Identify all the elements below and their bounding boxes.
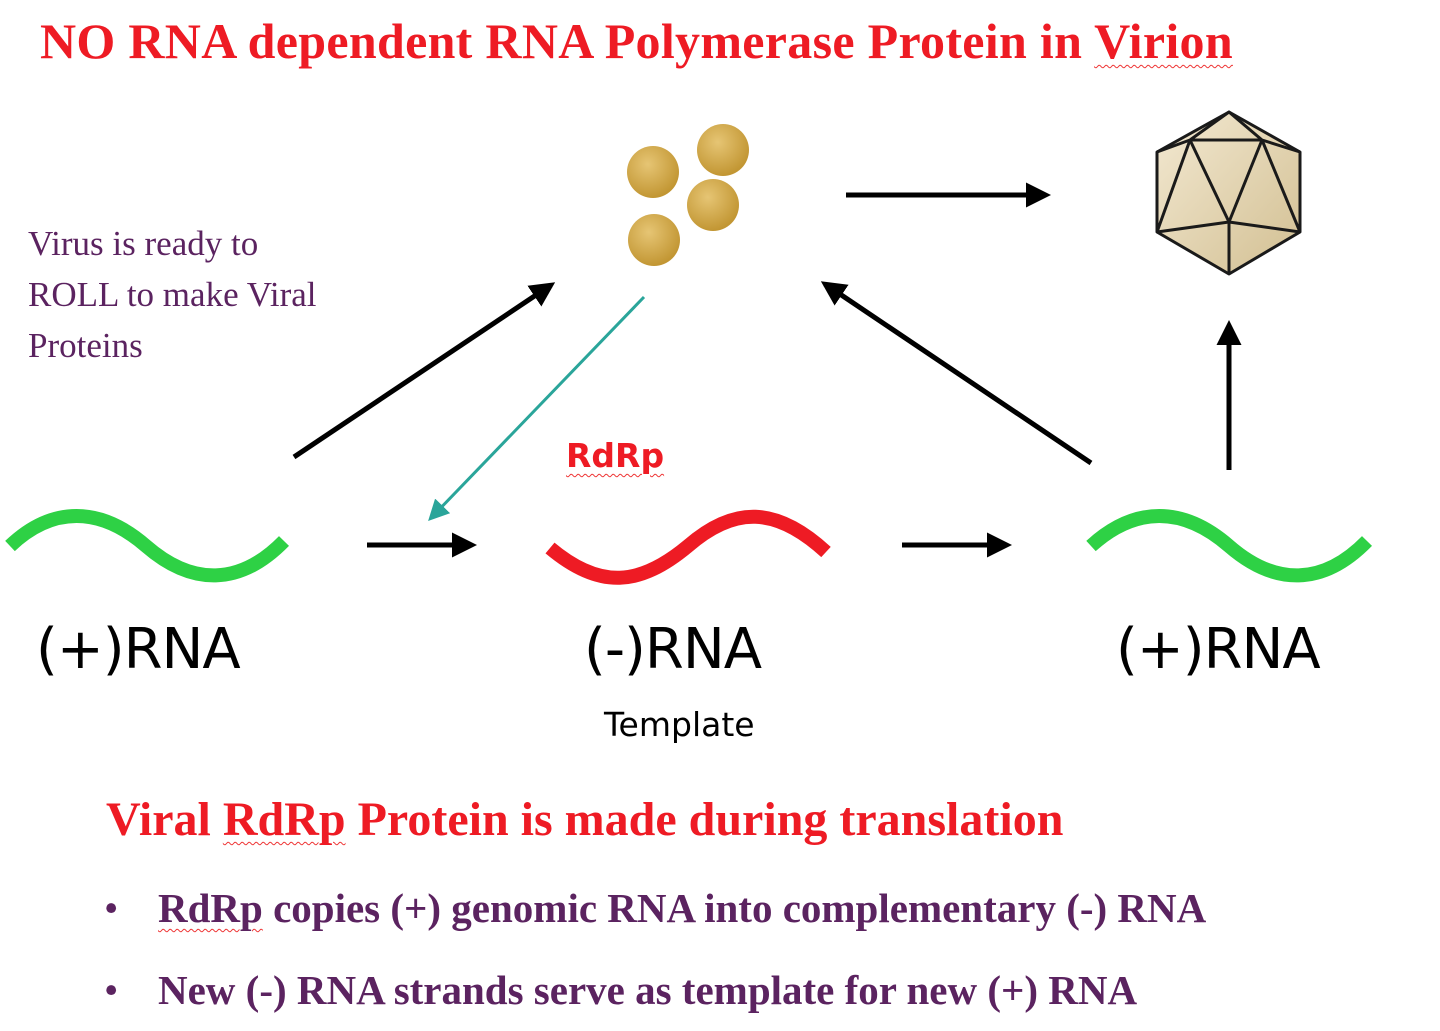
title-virion: Virion [1094, 13, 1233, 69]
template-label: Template [604, 705, 755, 744]
negative-rna-label: (-)RNA [584, 617, 762, 682]
bullet-marker: • [104, 885, 119, 931]
title-text: NO RNA dependent RNA Polymerase Protein … [40, 13, 1095, 69]
bullet-text: copies (+) genomic RNA into complementar… [262, 885, 1207, 931]
note-line-3: Proteins [28, 326, 143, 365]
rdrp-label: RdRp [566, 436, 665, 475]
positive-rna-label-left: (+)RNA [36, 617, 241, 682]
negative-rna-strand [545, 509, 831, 585]
subtitle-rdrp: RdRp [222, 793, 346, 846]
subtitle-prefix: Viral [106, 793, 223, 846]
bullet-item: • New (-) RNA strands serve as template f… [104, 966, 1137, 1014]
arrow-rdrp-teal [428, 295, 646, 522]
note-line-1: Virus is ready to [28, 224, 259, 263]
note-line-2: ROLL to make Viral [28, 275, 317, 314]
virus-ready-note: Virus is ready to ROLL to make Viral Pro… [28, 218, 408, 371]
positive-rna-strand-right [1086, 509, 1373, 583]
bullet-item: • RdRp copies (+) genomic RNA into comple… [104, 884, 1206, 932]
bullet-marker: • [104, 967, 119, 1013]
positive-rna-label-right: (+)RNA [1116, 617, 1321, 682]
icosahedral-capsid-icon [1155, 110, 1302, 276]
arrow-left-rna-to-proteins [292, 282, 556, 460]
positive-rna-strand-left [5, 509, 290, 583]
protein-spheres-icon [627, 124, 749, 266]
subtitle-suffix: Protein is made during translation [345, 793, 1064, 846]
arrow-right-rna-to-proteins [820, 281, 1093, 466]
bullet-rdrp: RdRp [158, 885, 263, 931]
page-title: NO RNA dependent RNA Polymerase Protein … [40, 12, 1233, 70]
subtitle: Viral RdRp Protein is made during transl… [106, 792, 1063, 847]
bullet-text: New (-) RNA strands serve as template fo… [158, 967, 1138, 1013]
